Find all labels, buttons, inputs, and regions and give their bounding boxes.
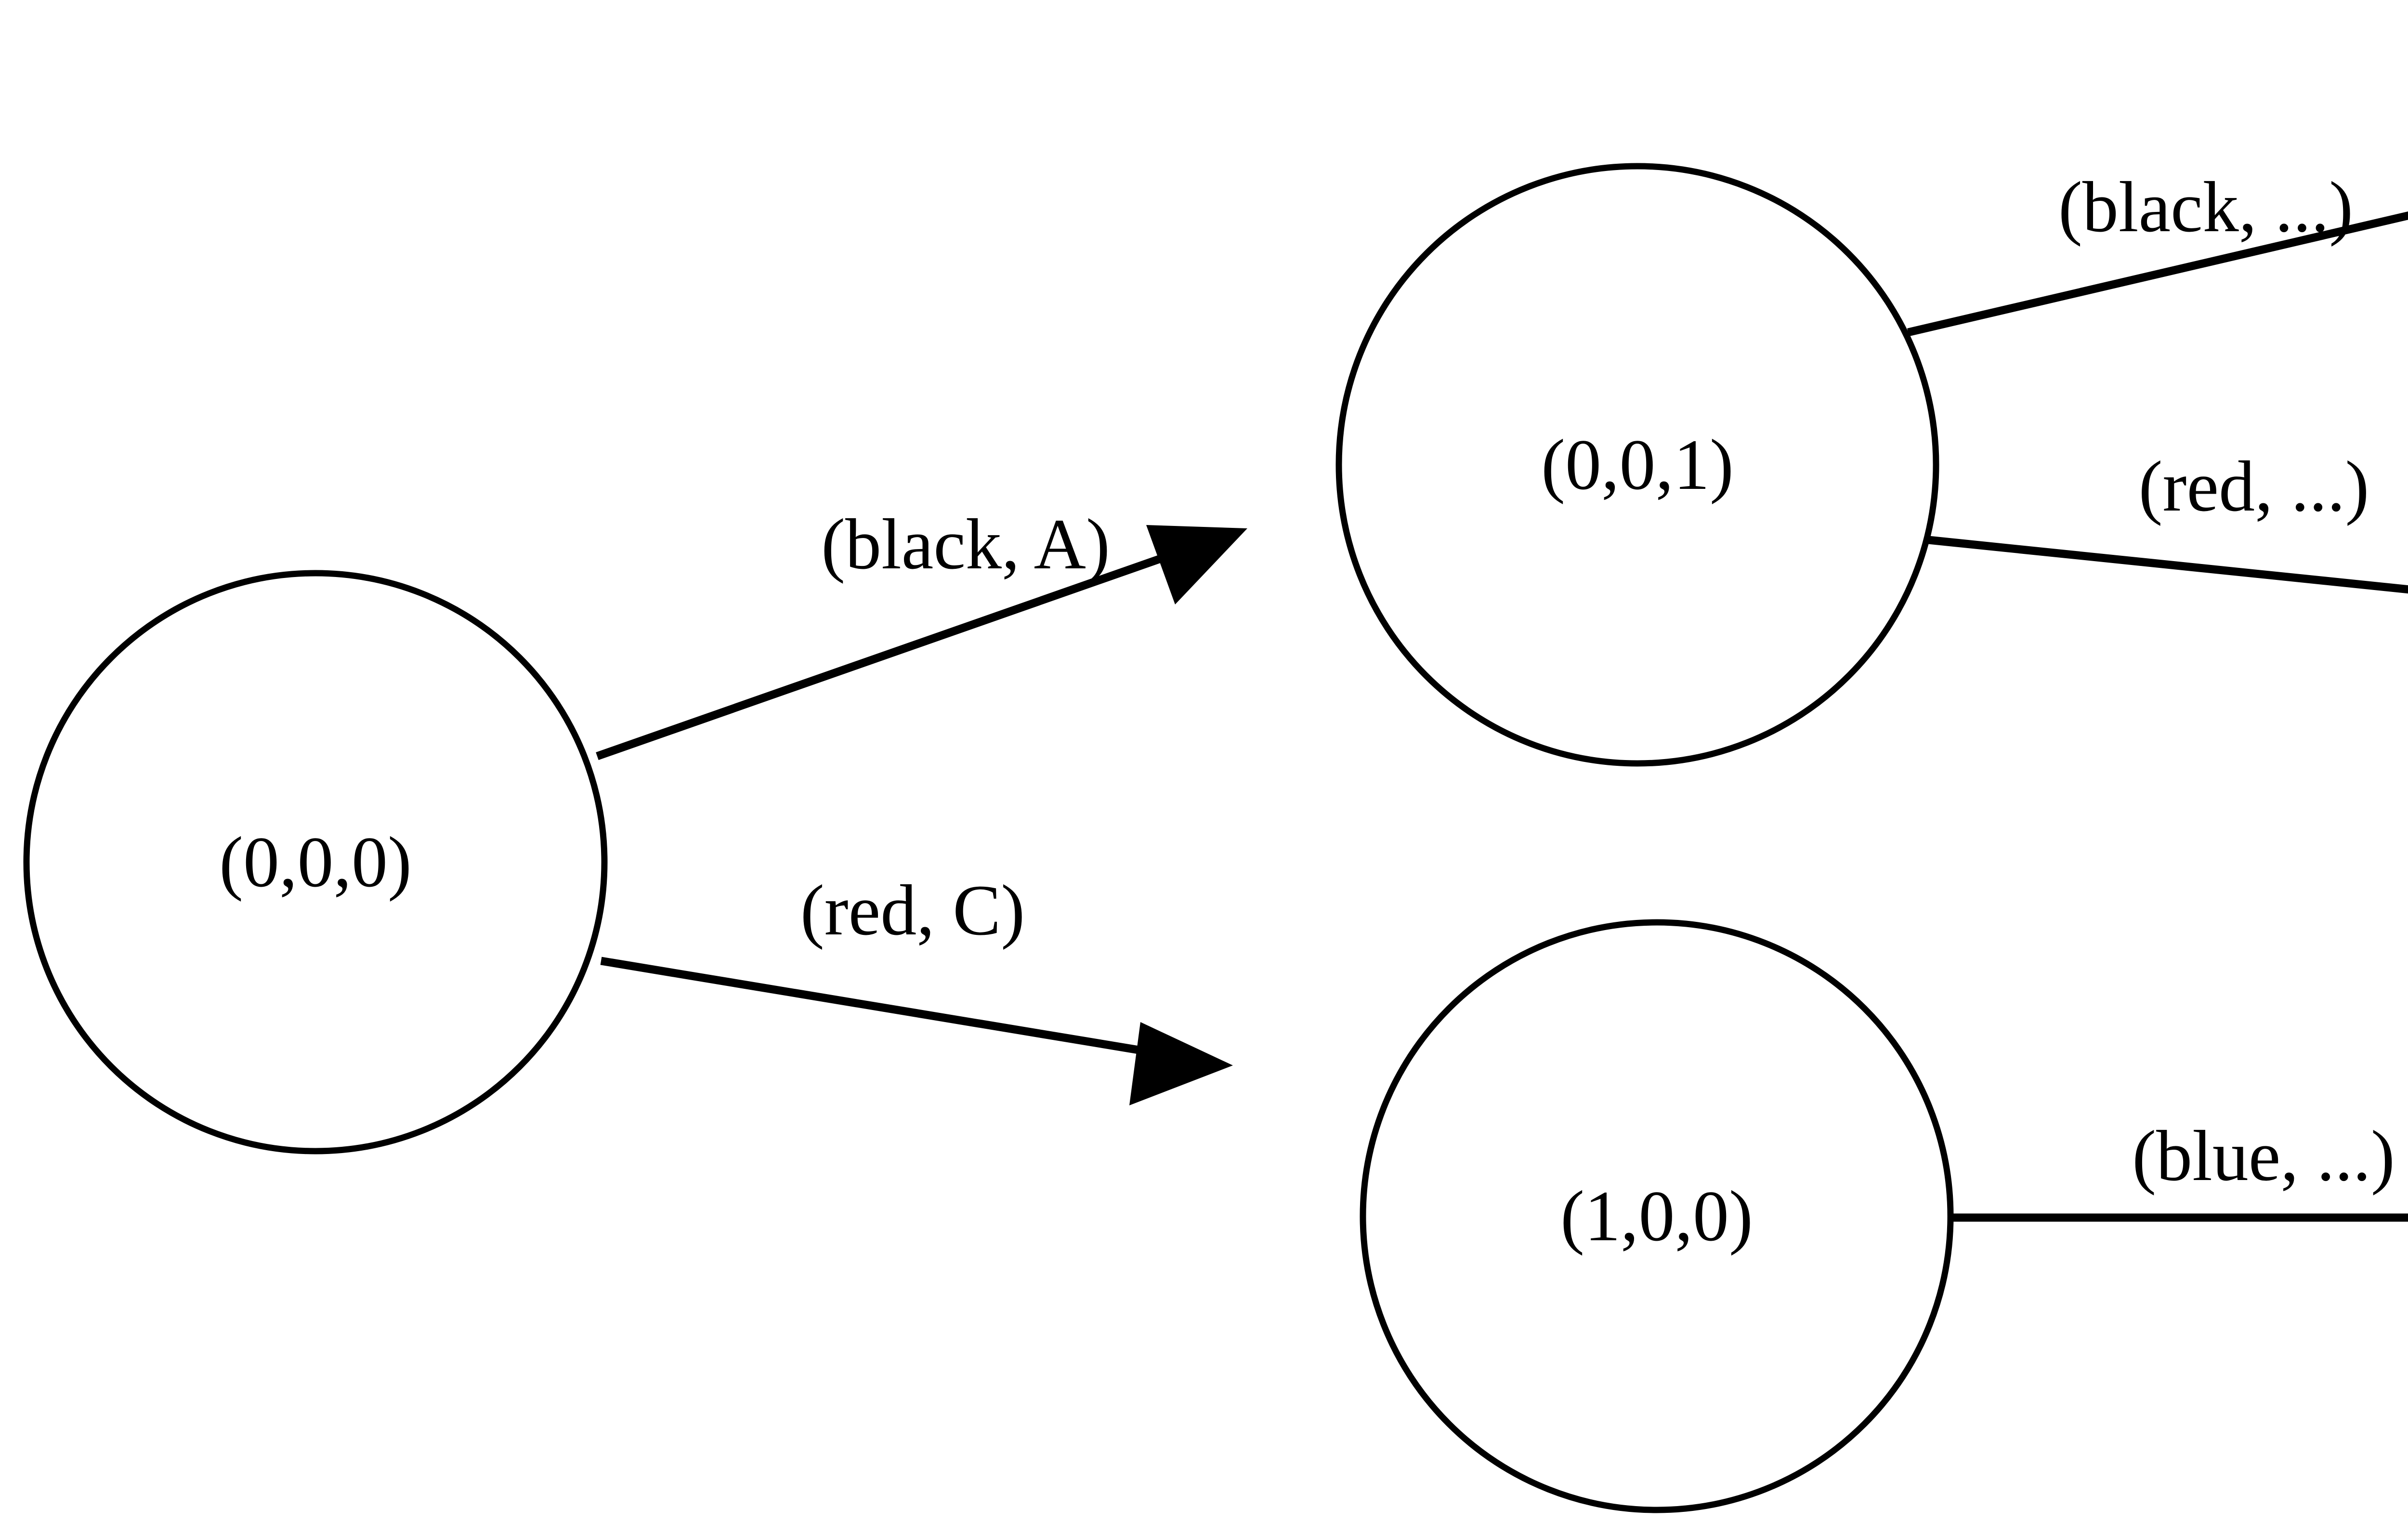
edge-label-black-ellipsis: (black, ...) — [2058, 167, 2353, 247]
node-state-100[interactable]: (1,0,0) — [1360, 919, 1954, 1513]
arrow-head-icon — [1129, 1022, 1233, 1105]
edge-black-A — [596, 525, 1247, 761]
node-label: (0,0,1) — [1541, 425, 1734, 505]
edge-label-blue-ellipsis: (blue, ...) — [2132, 1116, 2395, 1196]
node-state-000[interactable]: (0,0,0) — [23, 570, 608, 1155]
edge-blue-ellipsis — [1950, 1213, 2408, 1222]
edge-red-ellipsis — [1914, 534, 2408, 594]
edge-label-red-C: (red, C) — [800, 870, 1025, 950]
edge-line — [1914, 534, 2408, 594]
arrow-head-icon — [1146, 525, 1247, 604]
edge-line — [600, 957, 1183, 1062]
node-circle — [1335, 163, 1939, 767]
edge-line — [1907, 211, 2408, 337]
node-label: (1,0,0) — [1560, 1176, 1753, 1256]
node-state-001[interactable]: (0,0,1) — [1335, 163, 1939, 767]
node-label: (0,0,0) — [219, 822, 412, 902]
edge-black-ellipsis — [1907, 211, 2408, 337]
edge-line — [596, 540, 1203, 761]
edge-label-black-A: (black, A) — [821, 504, 1110, 584]
node-circle — [1360, 919, 1954, 1513]
edge-label-red-ellipsis: (red, ...) — [2139, 446, 2369, 526]
edge-red-C — [600, 957, 1233, 1105]
node-circle — [23, 570, 608, 1155]
